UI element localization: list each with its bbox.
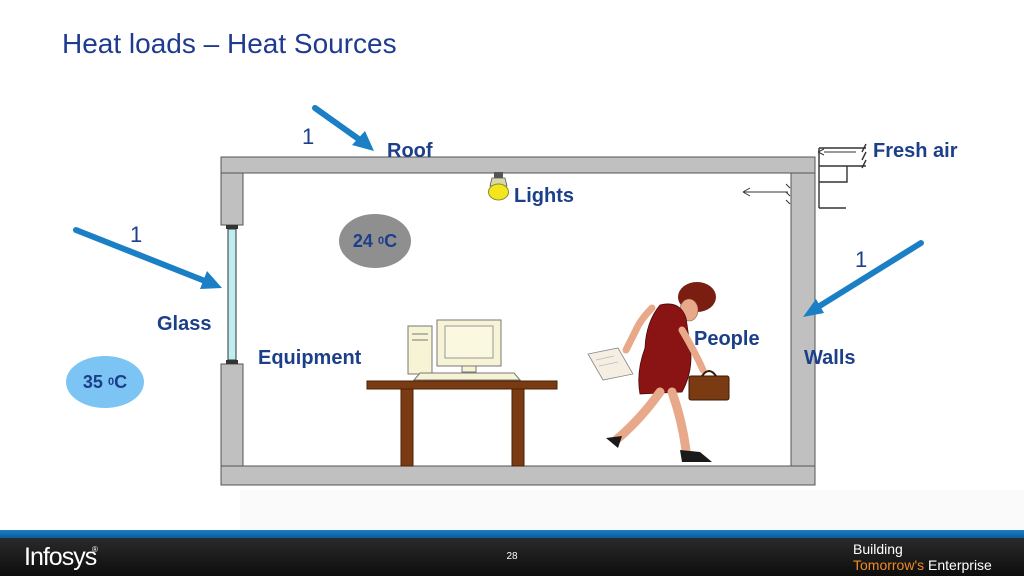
outside-temp-value: 35 — [82, 371, 103, 392]
desk — [366, 380, 558, 467]
papers-icon — [587, 347, 634, 381]
tagline-tomorrows: Tomorrow's — [853, 557, 925, 573]
people-label: People — [694, 328, 760, 350]
person-figure — [587, 282, 730, 462]
walls-arrow-number: 1 — [855, 247, 868, 272]
tagline-line2: Tomorrow's Enterprise — [853, 557, 992, 573]
footer-accent-stripe — [0, 530, 1024, 538]
equipment-label: Equipment — [258, 347, 362, 369]
tagline-enterprise: Enterprise — [924, 557, 992, 573]
glass-heat-arrow — [73, 227, 222, 289]
walls-label: Walls — [804, 347, 856, 369]
computer-icon — [407, 319, 522, 381]
lights-label: Lights — [514, 185, 574, 207]
fresh-air-label: Fresh air — [873, 140, 958, 162]
room-structure — [220, 156, 816, 486]
heat-arrows — [73, 105, 924, 317]
roof-label: Roof — [387, 140, 433, 162]
heat-sources-diagram — [73, 105, 1024, 530]
briefcase-icon — [688, 370, 730, 401]
background-pattern — [240, 490, 1024, 530]
footer-bar — [0, 538, 1024, 576]
inside-temp-sup: 0 — [377, 235, 385, 247]
infosys-logo: Infosys — [24, 543, 97, 571]
lightbulb-icon — [488, 172, 509, 201]
outside-temp-unit: C — [114, 371, 128, 392]
right-wall — [790, 172, 816, 467]
inside-temp-unit: C — [384, 230, 398, 251]
page-number: 28 — [506, 551, 518, 562]
fresh-air-duct — [742, 143, 867, 209]
left-wall-top — [220, 172, 244, 226]
glass-window — [226, 225, 238, 364]
slide-title: Heat loads – Heat Sources — [62, 28, 397, 59]
logo-registered-mark: ® — [92, 545, 98, 554]
glass-arrow-number: 1 — [130, 222, 143, 247]
tagline-line1: Building — [853, 541, 903, 557]
roof-arrow-number: 1 — [302, 124, 315, 149]
left-wall-bottom — [220, 363, 244, 467]
walls-heat-arrow — [803, 240, 924, 317]
roof-heat-arrow — [312, 105, 374, 151]
outside-temp-sup: 0 — [107, 376, 115, 388]
roof-slab — [220, 156, 816, 174]
inside-temp-value: 24 — [352, 230, 373, 251]
floor-slab — [220, 465, 816, 486]
glass-label: Glass — [157, 313, 212, 335]
